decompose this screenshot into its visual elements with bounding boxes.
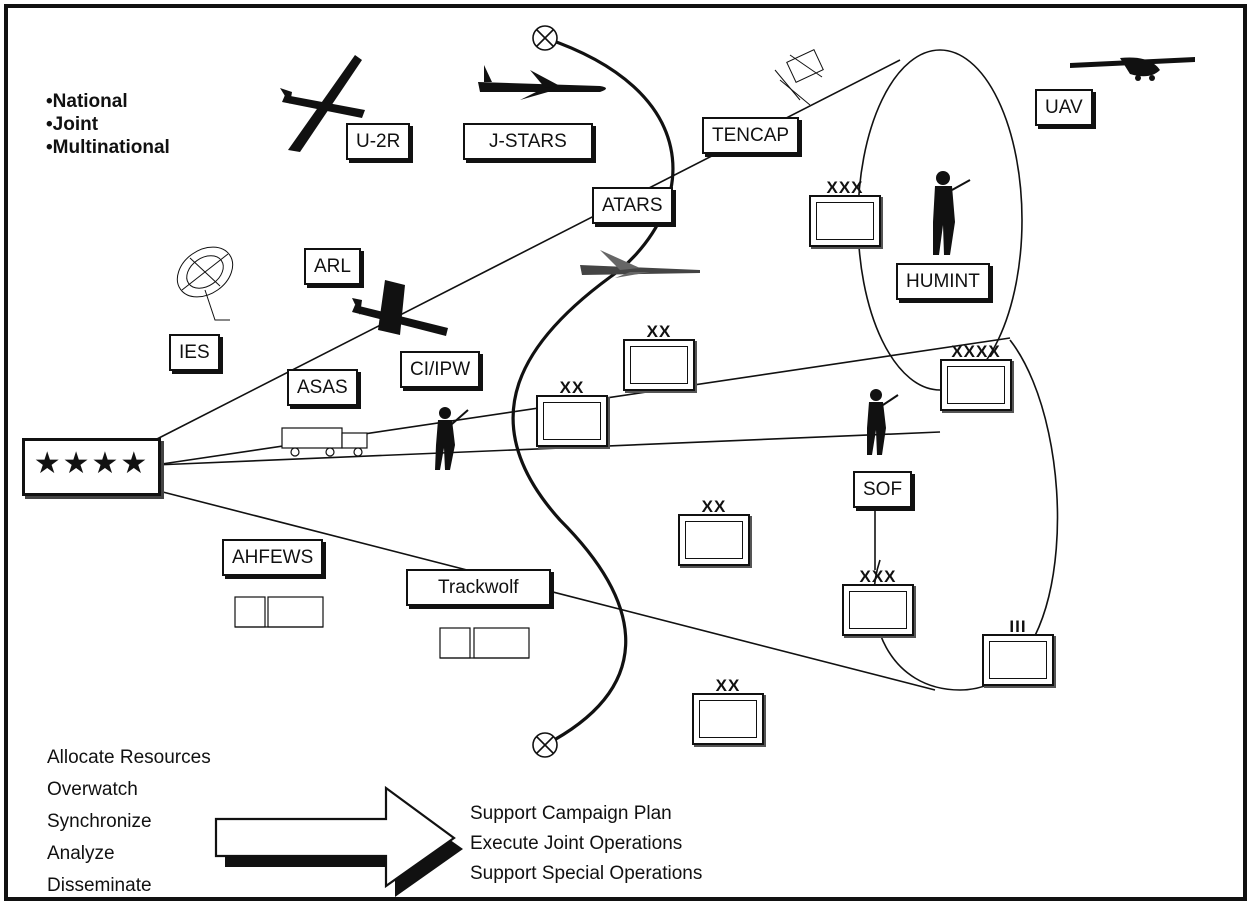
unit-xx-1: XX	[623, 322, 695, 391]
echelon-label: XXX	[826, 178, 864, 197]
unit-iii: III	[982, 617, 1054, 686]
jstars-aircraft-icon	[478, 65, 606, 100]
echelon-label: XXXX	[951, 342, 1001, 361]
bullet-national: National	[46, 90, 170, 113]
unit-xx-3: XX	[678, 497, 750, 566]
asas-label: ASAS	[287, 369, 358, 406]
asas-truck-icon	[281, 427, 368, 457]
four-star-command-box: ★★★★	[22, 438, 161, 496]
arl-aircraft-icon	[352, 280, 448, 336]
coalition-list: National Joint Multinational	[46, 90, 170, 159]
ahfews-label: AHFEWS	[222, 539, 324, 576]
bullet-multinational: Multinational	[46, 136, 170, 159]
link-line-center	[154, 431, 941, 466]
unit-xxxx: XXXX	[940, 342, 1012, 411]
effect-item: Support Campaign Plan	[470, 803, 672, 824]
satellite-dish-icon	[176, 246, 234, 321]
ci-ipw-label: CI/IPW	[400, 351, 481, 388]
flot-line	[511, 36, 675, 747]
u2r-aircraft-icon	[280, 55, 365, 152]
ies-label: IES	[169, 334, 220, 371]
task-item: Allocate Resources	[47, 747, 211, 768]
trackwolf-trailer-icon	[439, 627, 530, 659]
infantry-unit-symbol	[982, 634, 1054, 686]
unit-xx-2: XX	[536, 378, 608, 447]
effects-arrow-icon	[214, 785, 463, 897]
echelon-label: XX	[646, 322, 672, 341]
effect-item: Execute Joint Operations	[470, 833, 683, 854]
task-item: Overwatch	[47, 779, 138, 800]
sof-soldier-icon	[867, 389, 899, 455]
echelon-label: III	[1009, 617, 1027, 636]
task-item: Disseminate	[47, 875, 152, 896]
humint-label: HUMINT	[896, 263, 990, 300]
infantry-unit-symbol	[678, 514, 750, 566]
infantry-unit-symbol	[940, 359, 1012, 411]
echelon-label: XX	[559, 378, 585, 397]
u2r-label: U-2R	[346, 123, 411, 160]
infantry-unit-symbol	[536, 395, 608, 447]
unit-xxx-mid: XXX	[842, 567, 914, 636]
atars-jet-icon	[580, 250, 700, 278]
echelon-label: XXX	[859, 567, 897, 586]
echelon-label: XX	[715, 676, 741, 695]
arl-label: ARL	[304, 248, 361, 285]
infantry-unit-symbol	[623, 339, 695, 391]
tencap-label: TENCAP	[702, 117, 800, 154]
trackwolf-label: Trackwolf	[406, 569, 551, 606]
ahfews-trailer-icon	[234, 596, 324, 628]
unit-xx-4: XX	[692, 676, 764, 745]
bullet-joint: Joint	[46, 113, 170, 136]
echelon-label: XX	[701, 497, 727, 516]
infantry-unit-symbol	[809, 195, 881, 247]
jstars-label: J-STARS	[463, 123, 593, 160]
tencap-satellite-icon	[774, 49, 824, 106]
task-list: Allocate Resources Overwatch Synchronize…	[47, 742, 211, 902]
infantry-unit-symbol	[842, 584, 914, 636]
task-item: Synchronize	[47, 811, 152, 832]
atars-label: ATARS	[592, 187, 673, 224]
humint-soldier-icon	[933, 171, 971, 255]
effects-list: Support Campaign Plan Execute Joint Oper…	[470, 799, 702, 889]
ci-ipw-soldier-icon	[435, 407, 469, 470]
effect-item: Support Special Operations	[470, 863, 703, 884]
infantry-unit-symbol	[692, 693, 764, 745]
sof-label: SOF	[853, 471, 913, 508]
uav-aircraft-icon	[1070, 57, 1195, 81]
uav-label: UAV	[1035, 89, 1093, 126]
task-item: Analyze	[47, 843, 115, 864]
diagram-frame	[4, 4, 1247, 901]
unit-xxx-top: XXX	[809, 178, 881, 247]
